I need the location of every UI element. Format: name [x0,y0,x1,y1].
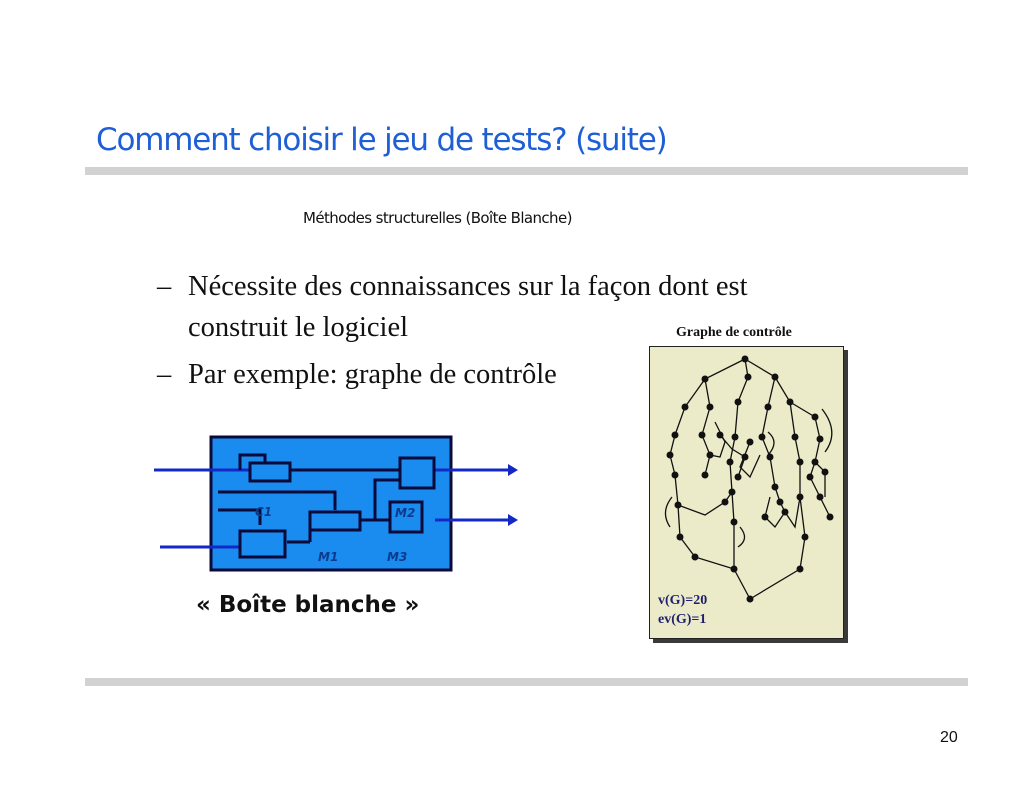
bullet-item: – Par exemple: graphe de contrôle [157,354,857,395]
module-box [308,510,362,532]
graph-edges [669,358,831,600]
bullet-text: Par exemple: graphe de contrôle [188,359,557,390]
module-label-m1: M1 [318,550,338,564]
module-label-m2: M2 [395,506,415,520]
module-box [398,456,436,490]
white-box-illustration: C1 M1 M2 M3 [154,435,518,572]
module-label-m3: M3 [387,550,407,564]
internal-wiring [218,453,400,544]
bullet-dash: – [157,359,172,390]
bullet-dash: – [157,271,172,302]
control-graph-heading: Graphe de contrôle [676,325,792,340]
page-number: 20 [940,729,958,746]
bullet-text: Nécessite des connaissances sur la façon… [188,271,748,343]
control-graph-metric: v(G)=20 [658,593,707,608]
control-graph-panel: v(G)=20 ev(G)=1 [649,346,844,639]
graph-nodes [666,355,834,603]
control-flow-graph: v(G)=20 ev(G)=1 [658,355,834,627]
module-box [238,529,287,559]
loop-arcs [664,408,833,548]
title-divider [85,167,968,175]
module-box [388,500,424,534]
slide-subtitle: Méthodes structurelles (Boîte Blanche) [303,209,572,227]
white-box-caption: « Boîte blanche » [196,592,420,618]
footer-divider [85,678,968,686]
slide-title: Comment choisir le jeu de tests? (suite) [96,122,668,158]
module-box [248,461,292,483]
bullet-list: – Nécessite des connaissances sur la faç… [157,266,857,395]
bullet-item: – Nécessite des connaissances sur la faç… [157,266,828,348]
module-label-c1: C1 [255,505,272,519]
white-box-diagram: C1 M1 M2 M3 [150,430,530,585]
control-graph-metric: ev(G)=1 [658,612,706,627]
